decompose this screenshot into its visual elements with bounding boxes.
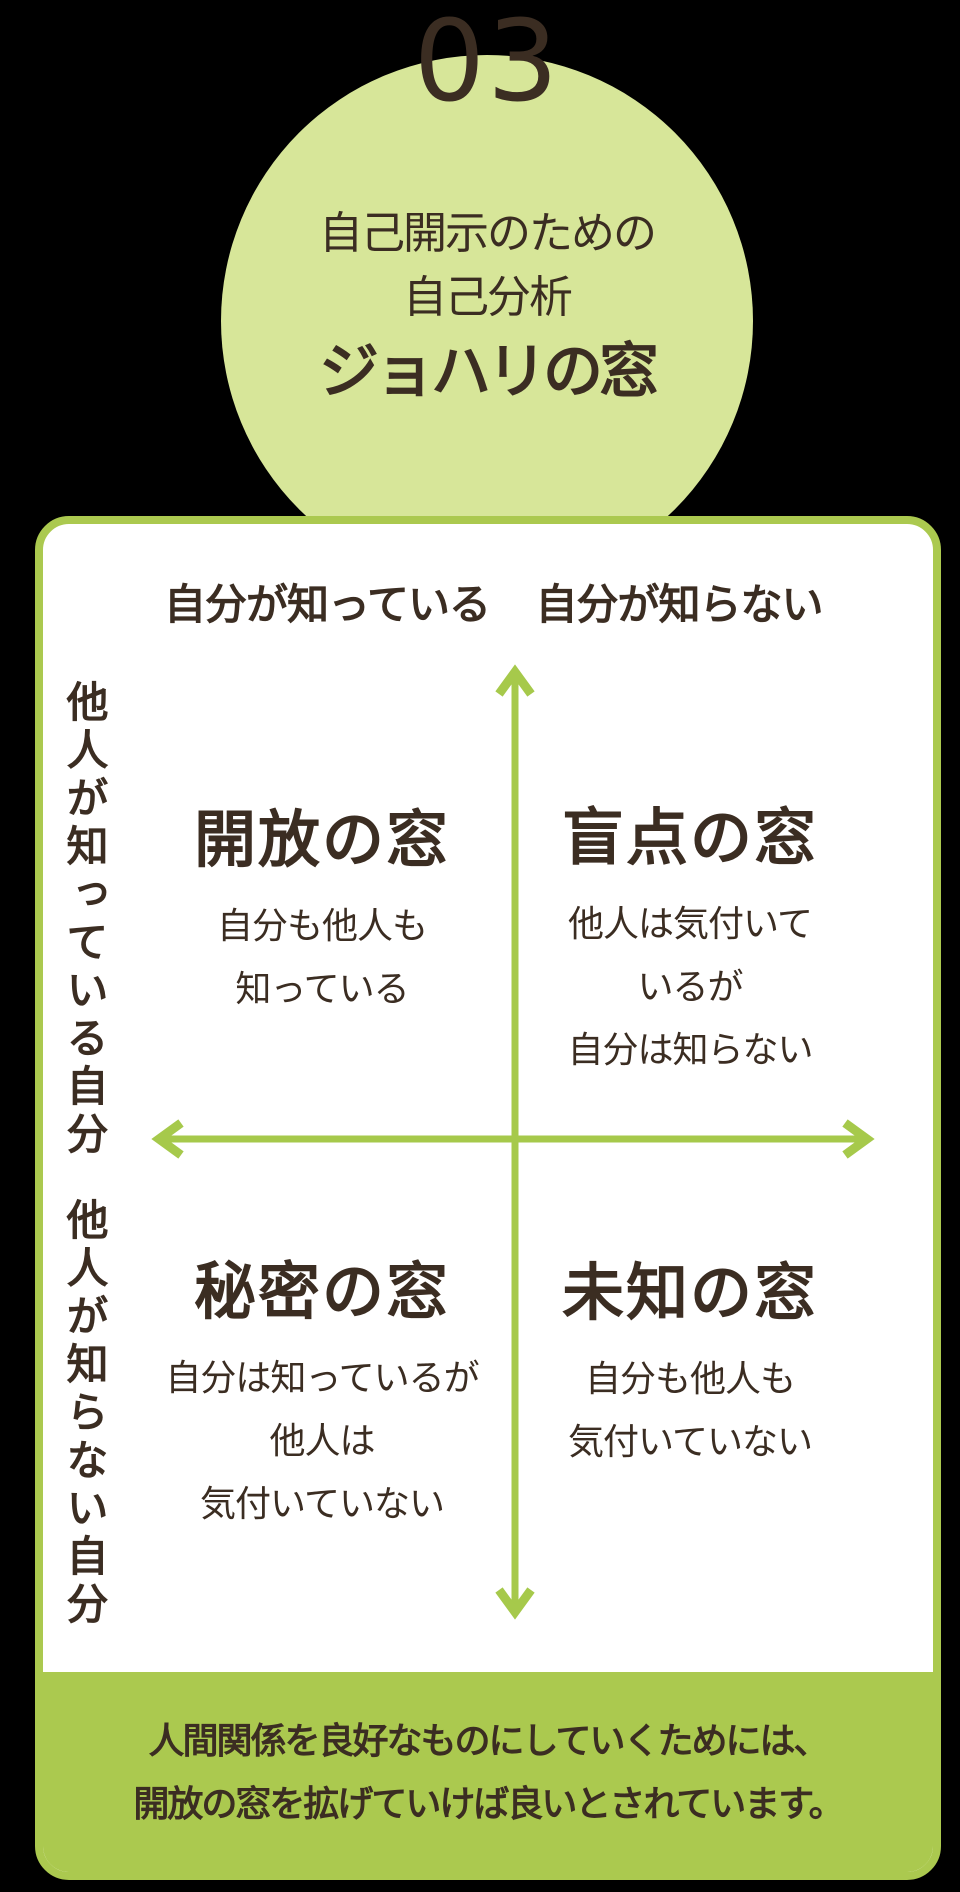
footer-note-line2: 開放の窓を拡げていけば良いとされています。 (133, 1784, 844, 1825)
quadrant-description: 他人は気付いて いるが 自分は知らない (470, 893, 910, 1082)
quadrant-description-line: 知っている (235, 969, 409, 1010)
circle-subtitle-line1: 自己開示のための (319, 208, 657, 259)
quadrant-description-line: 気付いていない (200, 1484, 445, 1525)
axis-lines (159, 674, 865, 1610)
axis-arrows (151, 664, 875, 1620)
intro-circle (221, 55, 753, 587)
row-header-others-know: 他人が知っている自分 (60, 680, 109, 1160)
row-header-others-unknown: 他人が知らない自分 (60, 1198, 109, 1630)
quadrant-description-line: 気付いていない (568, 1422, 813, 1463)
quadrant-title: 開放の窓 (193, 803, 450, 876)
matrix-card: 自分が知っている 自分が知らない 他人が知っている自分 他人が知らない自分 開放… (35, 516, 941, 1880)
axis-arrowheads (151, 664, 875, 1620)
quadrant-unknown-window: 未知の窓 自分も他人も 気付いていない (470, 1262, 910, 1474)
column-header-self-knows: 自分が知っている (164, 580, 491, 629)
quadrant-description: 自分も他人も 気付いていない (470, 1348, 910, 1474)
footer-note-line1: 人間関係を良好なものにしていくためには、 (148, 1721, 830, 1762)
quadrant-title: 未知の窓 (561, 1256, 818, 1329)
quadrant-hidden-window: 秘密の窓 自分は知っているが 他人は 気付いていない (102, 1261, 542, 1536)
section-number: 03 (413, 0, 561, 127)
quadrant-open-window: 開放の窓 自分も他人も 知っている (102, 809, 542, 1021)
arrow-left-icon (151, 1119, 184, 1159)
footer-note: 人間関係を良好なものにしていくためには、 開放の窓を拡げていけば良いとされていま… (43, 1672, 933, 1872)
circle-subtitle-line2: 自己分析 (403, 272, 573, 323)
quadrant-description-line: いるが (637, 967, 743, 1008)
quadrant-description-line: 自分も他人も (584, 1359, 796, 1400)
arrow-down-icon (495, 1587, 535, 1620)
quadrant-blind-window: 盲点の窓 他人は気付いて いるが 自分は知らない (470, 807, 910, 1082)
quadrant-description-line: 他人は (269, 1421, 375, 1462)
quadrant-description-line: 自分は知らない (567, 1030, 813, 1071)
arrow-up-icon (495, 664, 535, 697)
quadrant-description: 自分は知っているが 他人は 気付いていない (102, 1347, 542, 1536)
quadrant-title: 秘密の窓 (193, 1255, 450, 1328)
quadrant-description-line: 他人は気付いて (568, 904, 813, 945)
column-header-self-unknown: 自分が知らない (535, 580, 823, 629)
circle-title: ジョハリの窓 (319, 337, 659, 407)
quadrant-description-line: 自分も他人も (216, 906, 428, 947)
quadrant-description-line: 自分は知っているが (165, 1358, 479, 1399)
quadrant-title: 盲点の窓 (561, 801, 818, 874)
arrow-right-icon (842, 1119, 875, 1159)
quadrant-description: 自分も他人も 知っている (102, 895, 542, 1021)
